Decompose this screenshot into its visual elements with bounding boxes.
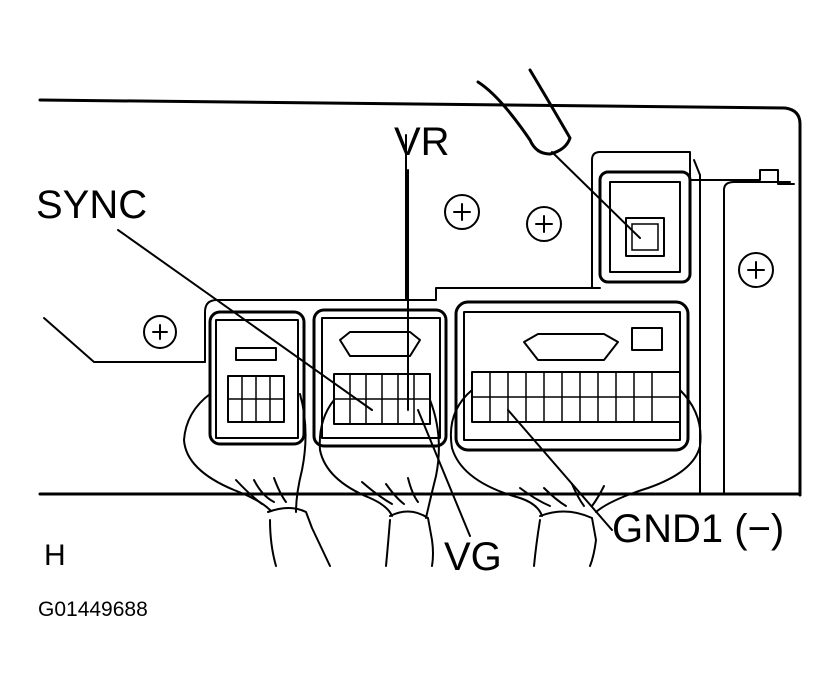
ecu-housing: [38, 98, 802, 497]
connector-icon: [598, 170, 692, 284]
label-vg: VG: [444, 535, 502, 579]
figure-id: G01449688: [38, 598, 148, 621]
probe-icon: [476, 68, 641, 239]
connector-right: [454, 300, 690, 452]
connector-middle: [312, 308, 448, 448]
label-sync: SYNC: [36, 183, 147, 227]
wire-harness-middle: [318, 399, 440, 567]
label-vr: VR: [394, 120, 450, 164]
wire-harness-right: [449, 389, 702, 567]
leader-sync: [117, 229, 373, 411]
leader-lines: [117, 169, 613, 537]
leader-vg: [417, 409, 471, 537]
wire-harness-left: [183, 393, 331, 567]
screw-head-icon: [526, 206, 562, 242]
screw-head-icon: [738, 252, 774, 288]
screw-head-icon: [143, 315, 177, 349]
label-gnd1: GND1 (−): [612, 507, 784, 551]
connector-left: [208, 310, 306, 446]
leader-gnd1: [507, 409, 613, 531]
screw-head-icon: [444, 194, 480, 230]
label-view: H: [44, 539, 66, 572]
